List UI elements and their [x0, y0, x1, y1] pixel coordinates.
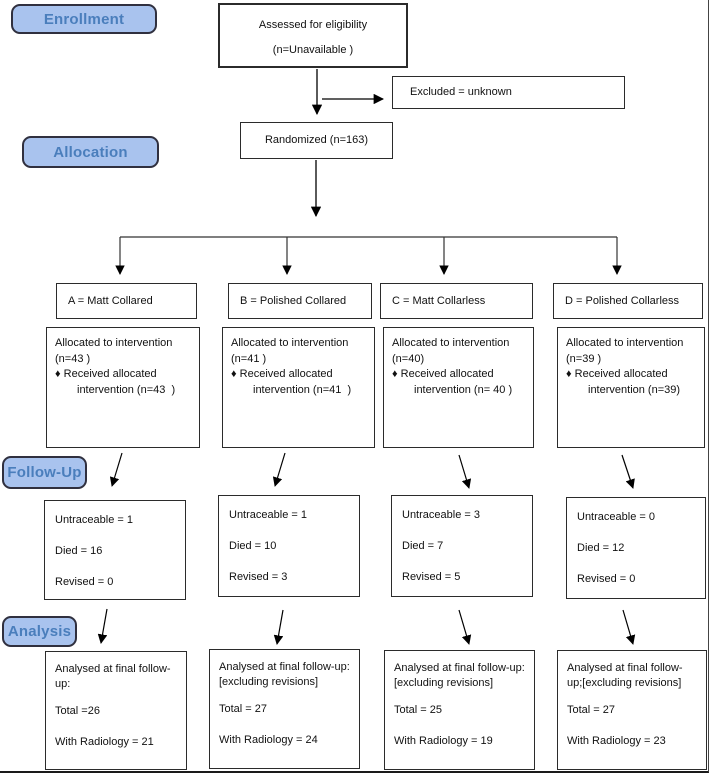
alloc-b-line3: ♦ Received allocated [231, 368, 333, 380]
group-b-label: B = Polished Collared [240, 294, 347, 307]
alloc-d-line2: (n=39 ) [566, 352, 602, 365]
excluded-box: Excluded = unknown [392, 76, 625, 109]
alloc-a-line2: (n=43 ) [55, 352, 91, 365]
allocation-stage-label: Allocation [22, 136, 159, 168]
alloc-b-line1: Allocated to intervention [231, 337, 349, 349]
group-b-header-box: B = Polished Collared [228, 283, 372, 319]
fu-a-revised: Revised = 0 [55, 576, 114, 588]
arrow-followup-to-analysis-b [273, 609, 284, 645]
followup-box-d: Untraceable = 0 Died = 12 Revised = 0 [566, 497, 706, 599]
fu-d-died: Died = 12 [577, 542, 625, 554]
randomized-text: Randomized (n=163) [264, 134, 369, 146]
analysis-box-c: Analysed at final follow-up: [excluding … [384, 650, 535, 770]
allocation-box-c: Allocated to intervention (n=40) ♦ Recei… [383, 327, 534, 448]
an-c-total: Total = 25 [394, 704, 443, 716]
followup-box-c: Untraceable = 3 Died = 7 Revised = 5 [391, 495, 533, 597]
an-d-header: Analysed at final follow-up;[excluding r… [567, 662, 683, 689]
excluded-text: Excluded = unknown [410, 86, 512, 98]
group-c-header-box: C = Matt Collarless [380, 283, 533, 319]
an-b-header: Analysed at final follow-up: [excluding … [219, 661, 353, 688]
allocation-box-a: Allocated to intervention (n=43 ) ♦ Rece… [46, 327, 200, 448]
fu-d-untraceable: Untraceable = 0 [577, 511, 655, 523]
alloc-b-line4: intervention (n=41 ) [253, 383, 352, 396]
fu-b-died: Died = 10 [229, 540, 277, 552]
alloc-d-line4: intervention (n=39) [588, 383, 681, 396]
alloc-c-line4: intervention (n= 40 ) [414, 383, 513, 396]
arrow-followup-to-analysis-d [622, 609, 636, 645]
analysis-stage-label: Analysis [2, 616, 77, 647]
an-c-radiology: With Radiology = 19 [394, 735, 493, 747]
alloc-a-line3: ♦ Received allocated [55, 368, 157, 380]
fu-c-died: Died = 7 [402, 540, 444, 552]
an-c-header: Analysed at final follow-up: [excluding … [394, 662, 528, 689]
arrow-alloc-to-followup-b [272, 452, 286, 487]
fu-c-revised: Revised = 5 [402, 571, 461, 583]
followup-box-a: Untraceable = 1 Died = 16 Revised = 0 [44, 500, 186, 600]
an-d-total: Total = 27 [567, 704, 616, 716]
assessed-line1: Assessed for eligibility [258, 19, 368, 31]
arrow-alloc-to-followup-c [458, 454, 472, 489]
alloc-c-line2: (n=40) [392, 352, 425, 365]
alloc-d-line1: Allocated to intervention [566, 337, 684, 349]
an-b-total: Total = 27 [219, 703, 268, 715]
alloc-b-line2: (n=41 ) [231, 352, 267, 365]
group-a-label: A = Matt Collared [68, 294, 153, 307]
fu-b-untraceable: Untraceable = 1 [229, 509, 307, 521]
group-a-header-box: A = Matt Collared [56, 283, 197, 319]
analysis-box-a: Analysed at final follow-up: Total =26 W… [45, 651, 187, 770]
fu-c-untraceable: Untraceable = 3 [402, 509, 480, 521]
an-a-radiology: With Radiology = 21 [55, 736, 154, 748]
assessed-eligibility-box: Assessed for eligibility (n=Unavailable … [218, 3, 408, 68]
alloc-c-line1: Allocated to intervention [392, 337, 510, 349]
group-c-label: C = Matt Collarless [392, 294, 486, 307]
alloc-c-line3: ♦ Received allocated [392, 368, 494, 380]
enrollment-stage-label: Enrollment [11, 4, 157, 34]
fu-d-revised: Revised = 0 [577, 573, 636, 585]
fu-a-died: Died = 16 [55, 545, 103, 557]
an-a-total: Total =26 [55, 705, 100, 717]
randomized-box: Randomized (n=163) [240, 122, 393, 159]
arrow-alloc-to-followup-a [109, 452, 123, 487]
group-d-header-box: D = Polished Collarless [553, 283, 703, 319]
group-d-label: D = Polished Collarless [565, 294, 680, 307]
allocation-box-b: Allocated to intervention (n=41 ) ♦ Rece… [222, 327, 375, 448]
followup-stage-label: Follow-Up [2, 456, 87, 489]
an-d-radiology: With Radiology = 23 [567, 735, 666, 747]
fu-a-untraceable: Untraceable = 1 [55, 514, 133, 526]
alloc-a-line4: intervention (n=43 ) [77, 383, 176, 396]
fu-b-revised: Revised = 3 [229, 571, 288, 583]
analysis-box-b: Analysed at final follow-up: [excluding … [209, 649, 360, 769]
allocation-box-d: Allocated to intervention (n=39 ) ♦ Rece… [557, 327, 705, 448]
arrow-alloc-to-followup-d [621, 454, 635, 489]
an-a-header: Analysed at final follow-up: [55, 663, 171, 690]
analysis-box-d: Analysed at final follow-up;[excluding r… [557, 650, 707, 770]
alloc-d-line3: ♦ Received allocated [566, 368, 668, 380]
alloc-a-line1: Allocated to intervention [55, 337, 173, 349]
followup-box-b: Untraceable = 1 Died = 10 Revised = 3 [218, 495, 360, 597]
arrow-followup-to-analysis-a [97, 608, 108, 644]
an-b-radiology: With Radiology = 24 [219, 734, 318, 746]
assessed-line2: (n=Unavailable ) [272, 44, 354, 56]
arrow-followup-to-analysis-c [458, 609, 472, 645]
